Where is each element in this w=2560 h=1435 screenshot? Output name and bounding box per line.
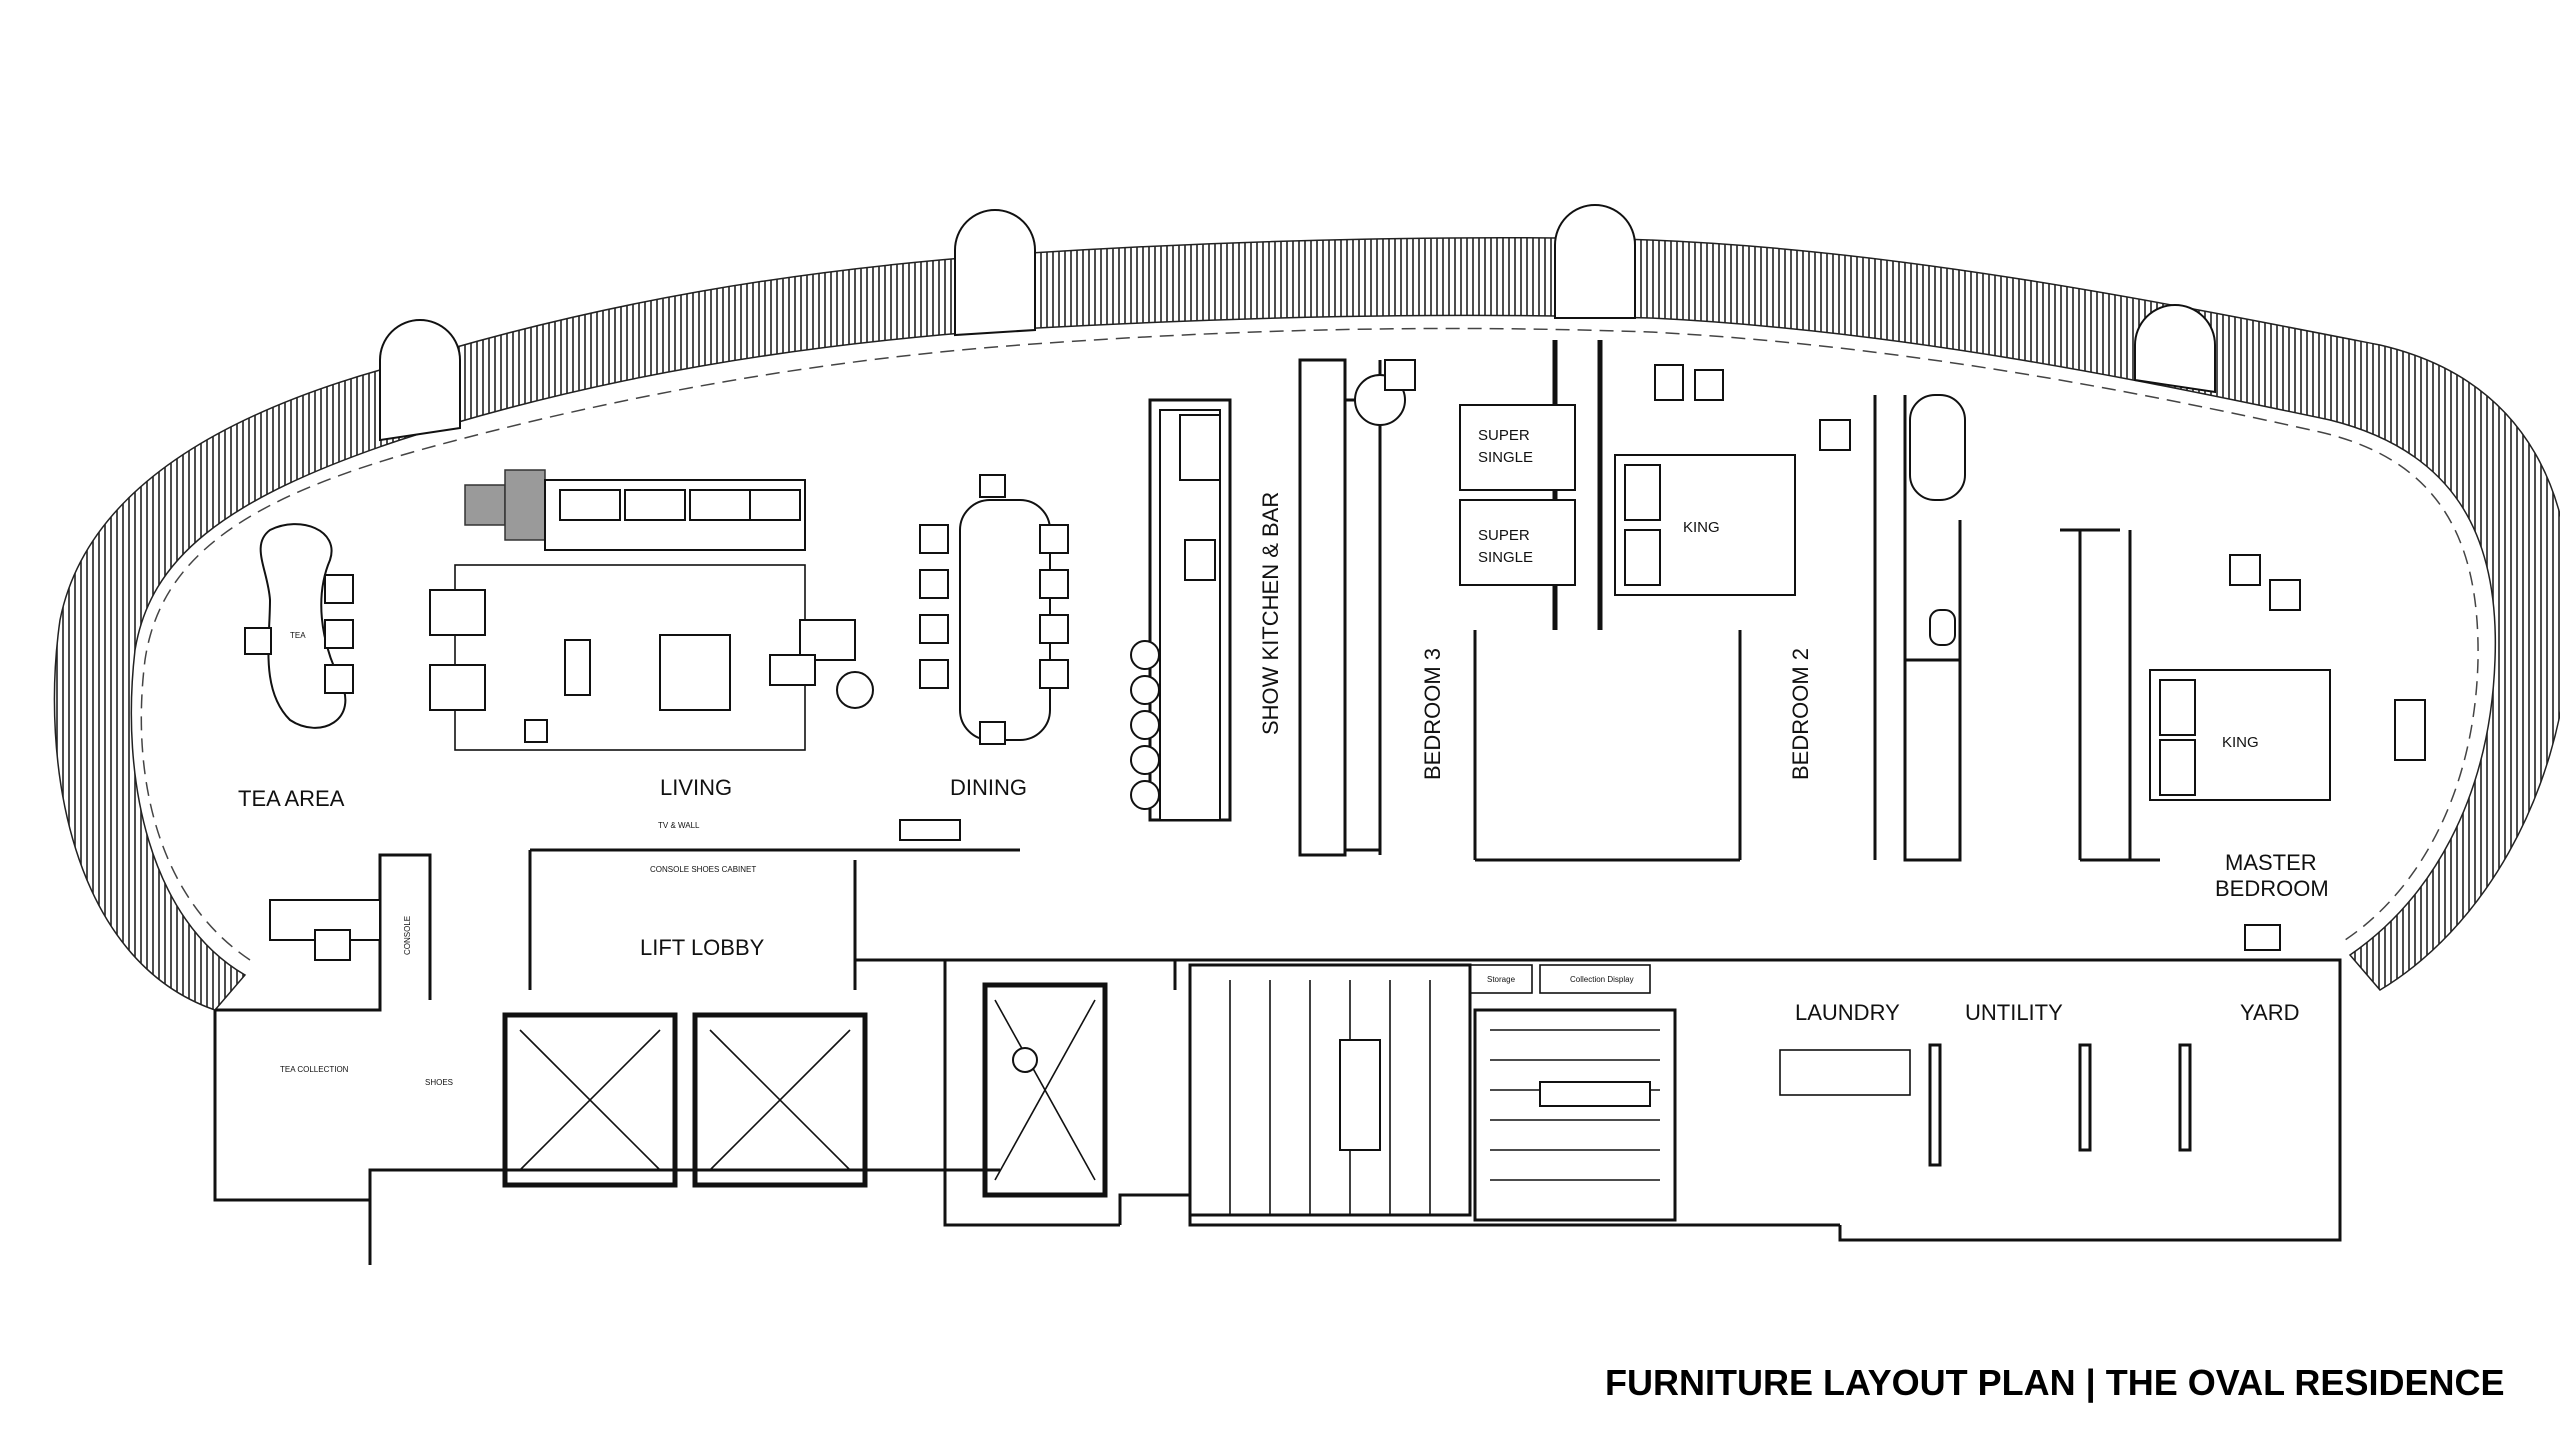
bed-super-single-1b: SINGLE xyxy=(1478,449,1533,466)
label-tea-area: TEA AREA xyxy=(238,786,345,811)
tea-area-furniture xyxy=(244,523,381,961)
note-collection-display: Collection Display xyxy=(1570,975,1634,984)
balcony-outline xyxy=(53,204,2560,1011)
label-laundry: LAUNDRY xyxy=(1795,1000,1900,1025)
bed-king-master: KING xyxy=(2222,734,2259,751)
label-yard: YARD xyxy=(2240,1000,2300,1025)
small-annotations: Storage Collection Display TEA COLLECTIO… xyxy=(280,631,1634,1087)
bedroom-furniture xyxy=(899,359,2426,1073)
label-lift-lobby: LIFT LOBBY xyxy=(640,935,765,960)
bed-labels: SUPER SINGLE SUPER SINGLE KING KING xyxy=(1478,427,2259,751)
label-utility: UNTILITY xyxy=(1965,1000,2063,1025)
room-labels: TEA AREA LIVING DINING SHOW KITCHEN & BA… xyxy=(238,492,2329,1025)
bed-king-bedroom2: KING xyxy=(1683,519,1720,536)
note-console: CONSOLE xyxy=(403,916,412,955)
note-console-shoes: CONSOLE SHOES CABINET xyxy=(650,865,756,874)
label-bedroom-2: BEDROOM 2 xyxy=(1788,648,1813,780)
label-master-2: BEDROOM xyxy=(2215,876,2329,901)
label-living: LIVING xyxy=(660,775,732,800)
label-kitchen: SHOW KITCHEN & BAR xyxy=(1258,492,1283,735)
label-dining: DINING xyxy=(950,775,1027,800)
label-master-1: MASTER xyxy=(2225,850,2317,875)
note-storage: Storage xyxy=(1487,975,1516,984)
plan-title: FURNITURE LAYOUT PLAN | THE OVAL RESIDEN… xyxy=(1605,1362,2504,1404)
note-tea-collection: TEA COLLECTION xyxy=(280,1065,349,1074)
bed-super-single-2a: SUPER xyxy=(1478,527,1530,544)
note-tea: TEA xyxy=(290,631,306,640)
bed-super-single-2b: SINGLE xyxy=(1478,549,1533,566)
living-furniture xyxy=(429,469,874,751)
note-tv-wall: TV & WALL xyxy=(658,821,700,830)
label-bedroom-3: BEDROOM 3 xyxy=(1420,648,1445,780)
dining-furniture xyxy=(919,409,1221,821)
bed-super-single-1a: SUPER xyxy=(1478,427,1530,444)
note-shoes: SHOES xyxy=(425,1078,453,1087)
interior-walls xyxy=(213,340,2342,1265)
